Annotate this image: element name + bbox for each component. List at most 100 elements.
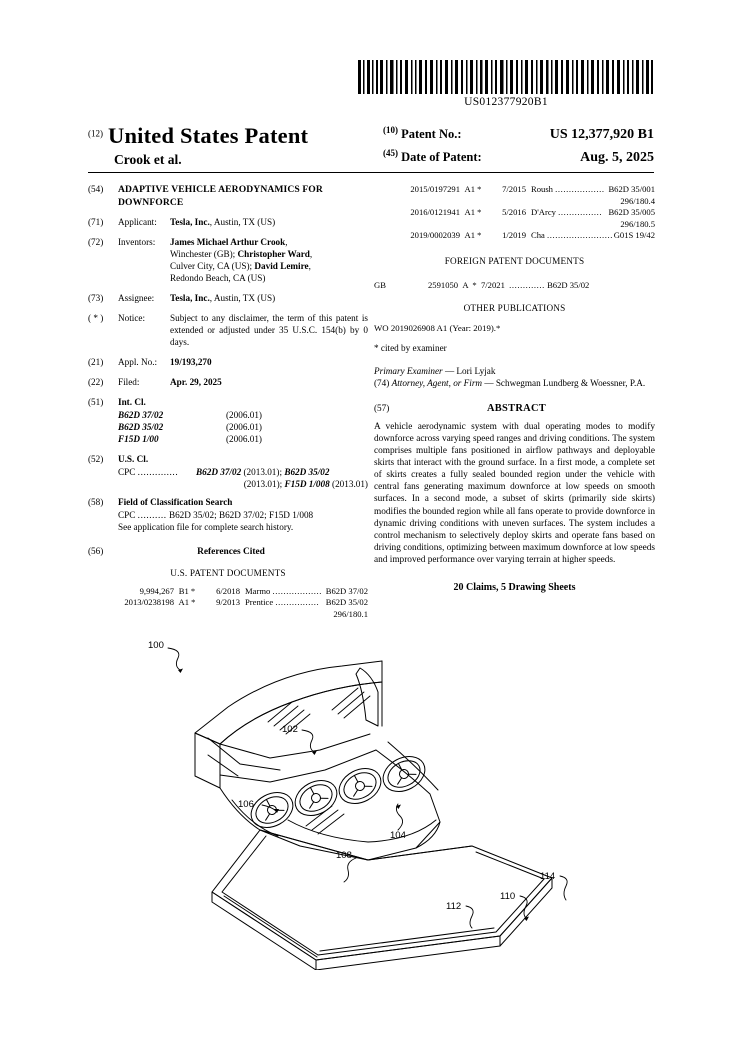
field-51-int-cl: (51) Int. Cl. B62D 37/02 (2006.01) B62D … bbox=[88, 397, 368, 446]
primary-examiner-line: Primary Examiner — Lori Lyjak bbox=[374, 365, 655, 377]
skirt-inner-front bbox=[317, 878, 545, 956]
primary-examiner-label: Primary Examiner bbox=[374, 365, 443, 376]
leader-line-102 bbox=[301, 729, 315, 753]
ref-dots: ................ bbox=[558, 207, 603, 218]
attorney-label: Attorney, Agent, or Firm bbox=[391, 378, 483, 389]
reference-date: 1/2019 bbox=[502, 230, 526, 241]
foreign-country-code: GB bbox=[374, 279, 386, 290]
reference-date: 7/2015 bbox=[502, 184, 526, 194]
reference-number: 2013/0238198 bbox=[124, 597, 174, 608]
ref-numeral-108: 108 bbox=[336, 850, 352, 861]
inventor-line-3: Culver City, CA (US); David Lemire, bbox=[170, 261, 368, 273]
field-22-filed: (22) Filed: Apr. 29, 2025 bbox=[88, 377, 368, 389]
reference-assignee-name: Marmo .................. bbox=[245, 586, 326, 598]
ref-numeral-102: 102 bbox=[282, 724, 298, 735]
code-12: (12) bbox=[88, 128, 103, 139]
code-10: (10) bbox=[383, 125, 398, 135]
field-notice-number: ( * ) bbox=[88, 313, 104, 324]
reference-row: 2016/0121941 A1 * 5/2016 D'Arcy ........… bbox=[374, 207, 655, 219]
page-title: United States Patent bbox=[108, 123, 309, 148]
fan-housing-inner bbox=[255, 796, 289, 824]
cpc-dots: .............. bbox=[137, 466, 179, 477]
skirt-inner-left bbox=[221, 835, 319, 956]
inventor-2-sep: , bbox=[309, 249, 313, 260]
field-search-cpc-label: CPC bbox=[118, 510, 136, 521]
fan-housing-inner bbox=[387, 760, 421, 788]
inventor-2-city: Culver City, CA (US); bbox=[170, 261, 255, 272]
abstract-heading: ABSTRACT bbox=[487, 403, 546, 415]
fan-housing-inner bbox=[343, 772, 377, 800]
fan-unit-1 bbox=[250, 791, 294, 829]
patent-title-row: (12) United States Patent bbox=[88, 123, 388, 149]
fan-blade bbox=[265, 798, 271, 807]
foreign-number: 2591050 bbox=[428, 279, 459, 290]
int-cl-row: B62D 35/02 (2006.01) bbox=[118, 422, 368, 434]
field-73-number: (73) bbox=[88, 293, 104, 304]
applicant-value: Tesla, Inc., Austin, TX (US) bbox=[170, 217, 368, 229]
reference-classification: B62D 35/005 bbox=[608, 207, 655, 218]
field-57-number: (57) bbox=[374, 403, 390, 414]
foreign-patent-documents-heading: FOREIGN PATENT DOCUMENTS bbox=[444, 255, 585, 266]
fan-housing-inner bbox=[299, 784, 333, 812]
fan-group bbox=[250, 755, 426, 829]
cavity-edge-2 bbox=[219, 749, 377, 783]
fan-housing-outer bbox=[382, 755, 426, 793]
skirt-front-edge-face bbox=[315, 935, 501, 970]
int-cl-code: B62D 37/02 bbox=[118, 409, 164, 420]
reference-classification: B62D 37/02 bbox=[325, 585, 368, 596]
bibliographic-left-column: (54) ADAPTIVE VEHICLE AERODYNAMICS FOR D… bbox=[88, 184, 368, 620]
field-54-title: (54) ADAPTIVE VEHICLE AERODYNAMICS FOR D… bbox=[88, 184, 368, 209]
leader-arrow-104 bbox=[396, 804, 401, 809]
field-58-field-of-search: (58) Field of Classification Search CPC … bbox=[88, 497, 368, 534]
reference-subclass: 296/180.1 bbox=[333, 608, 368, 619]
fan-blade bbox=[265, 813, 271, 821]
leader-line-112 bbox=[465, 905, 474, 929]
inventor-1-city: Winchester (GB); bbox=[170, 249, 238, 260]
date-label-text: Date of Patent: bbox=[401, 150, 482, 165]
ref-dots: .................. bbox=[272, 585, 322, 596]
right-fin-panel bbox=[355, 667, 379, 727]
us-cl-cpc-label: CPC .............. bbox=[118, 467, 196, 479]
reference-assignee-name: Roush .................. bbox=[531, 184, 608, 196]
leader-arrow-100 bbox=[178, 668, 183, 673]
abstract-text: A vehicle aerodynamic system with dual o… bbox=[374, 421, 655, 566]
cavity-inner-1 bbox=[207, 737, 281, 771]
underbody-crease bbox=[287, 819, 437, 843]
field-search-cpc-value: B62D 35/02; B62D 37/02; F15D 1/008 bbox=[168, 510, 314, 521]
field-51-number: (51) bbox=[88, 396, 104, 407]
reference-kind: B1 * bbox=[178, 585, 196, 596]
int-cl-row: F15D 1/00 (2006.01) bbox=[118, 434, 368, 446]
reference-assignee-name: Cha ........................ bbox=[531, 230, 614, 242]
field-search-note: See application file for complete search… bbox=[118, 522, 294, 533]
field-74-number: (74) bbox=[374, 378, 390, 389]
field-73-assignee: (73) Assignee: Tesla, Inc., Austin, TX (… bbox=[88, 293, 368, 305]
reference-classification: B62D 35/001 bbox=[608, 184, 655, 194]
reference-assignee-name: D'Arcy ................ bbox=[531, 207, 608, 219]
assignee-location: , Austin, TX (US) bbox=[209, 293, 276, 304]
reference-number: 2019/0002039 bbox=[410, 230, 460, 241]
field-search-cpc: CPC .......... B62D 35/02; B62D 37/02; F… bbox=[118, 510, 368, 522]
us-patent-documents-heading: U.S. PATENT DOCUMENTS bbox=[170, 567, 286, 578]
patent-number-value: US 12,377,920 B1 bbox=[549, 127, 654, 143]
invention-title: ADAPTIVE VEHICLE AERODYNAMICS FOR DOWNFO… bbox=[118, 184, 323, 208]
reference-number: 2015/0197291 bbox=[410, 184, 460, 194]
patent-no-text: Patent No.: bbox=[401, 127, 462, 142]
hood-hatch-lines bbox=[267, 687, 371, 735]
inventor-2-name: Christopher Ward bbox=[237, 249, 310, 260]
fan-unit-3 bbox=[338, 767, 382, 805]
right-side-wall bbox=[375, 749, 441, 823]
leader-line-110 bbox=[519, 895, 528, 919]
field-54-number: (54) bbox=[88, 184, 104, 194]
cpc-ver-2: (2013.01); bbox=[243, 478, 285, 489]
inventor-1-name: James Michael Arthur Crook bbox=[170, 237, 286, 248]
other-publication-item: WO 2019026908 A1 (Year: 2019).* bbox=[374, 322, 501, 333]
int-cl-row: B62D 37/02 (2006.01) bbox=[118, 410, 368, 422]
reference-classification: B62D 35/02 bbox=[325, 597, 368, 608]
leader-line-100 bbox=[167, 647, 181, 671]
reference-number: 2016/0121941 bbox=[410, 207, 460, 218]
code-45: (45) bbox=[383, 148, 398, 159]
foreign-number-group: 2591050 A * 7/2021 ............. B62D 35… bbox=[428, 279, 655, 291]
fan-blade bbox=[408, 773, 417, 775]
fan-housing-outer bbox=[294, 779, 338, 817]
leader-arrow-106 bbox=[274, 809, 279, 813]
